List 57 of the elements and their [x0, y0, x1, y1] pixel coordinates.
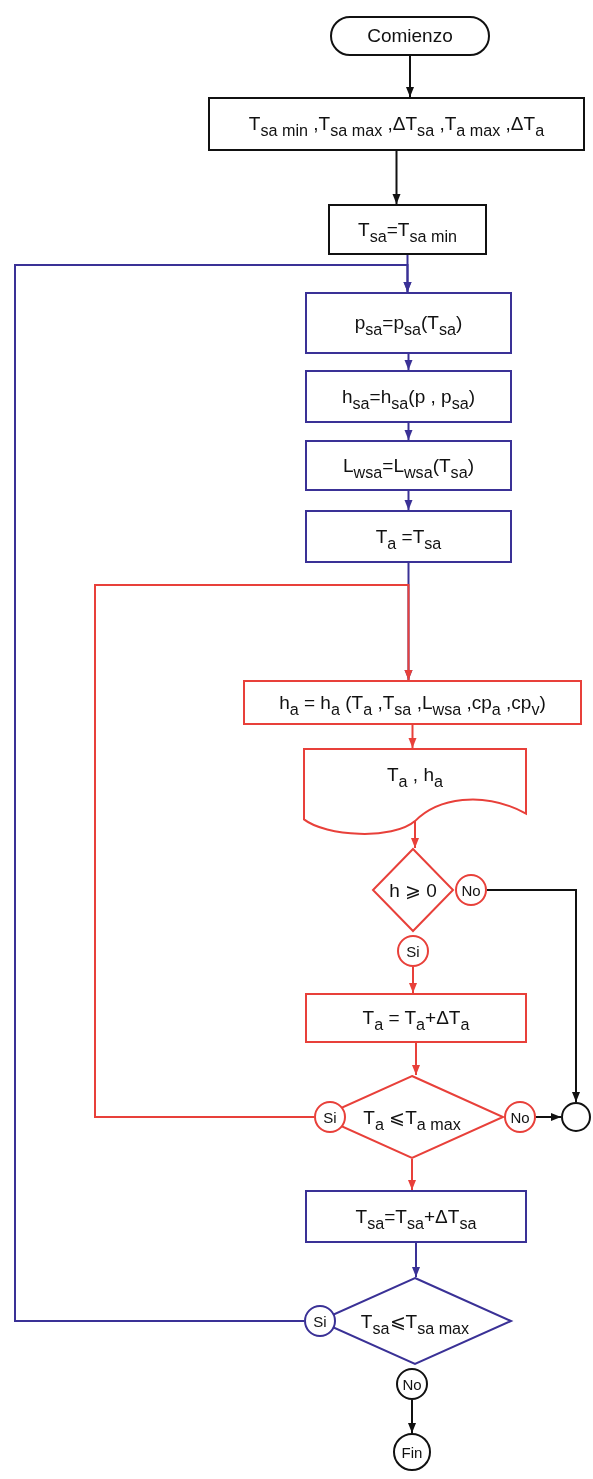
arrow: [408, 1399, 416, 1434]
connector-circle: [397, 935, 429, 967]
connector-circle: [314, 1101, 346, 1133]
arrow: [412, 1042, 420, 1076]
process-box: [305, 1190, 527, 1243]
node-label: T$_{sa min}$ ,T$_{sa max}$ ,ΔT$_{sa}$ ,T$_{a max}$ ,ΔT$_{a}$: [248, 113, 545, 135]
arrow: [404, 353, 413, 371]
node-label: T$_{a}$ =T$_{sa}$: [375, 525, 442, 548]
connector-circle: [455, 874, 487, 906]
connector-circle: [396, 1368, 428, 1400]
node-label: h ⩾ 0: [389, 878, 437, 902]
node-label: Comienzo: [367, 25, 453, 47]
arrow: [404, 422, 413, 441]
process-box: [305, 440, 512, 491]
arrow: [94, 584, 413, 1118]
process-box: [243, 680, 582, 725]
arrow: [412, 1242, 420, 1278]
terminal-shape: [330, 16, 490, 56]
node-label: p$_{sa}$=p$_{sa}$(T$_{sa}$): [354, 312, 463, 334]
node-label: Si: [323, 1108, 337, 1126]
node-label: No: [510, 1108, 530, 1126]
node-label: h$_{a}$ = h$_{a}$ (T$_{a}$ ,T$_{sa}$ ,L$_{wsa}$ ,cp$_{a}$ ,cp$_{v}$): [279, 691, 546, 714]
arrow: [392, 150, 401, 205]
process-box: [305, 510, 512, 563]
connector-circle: [304, 1305, 336, 1337]
arrow: [409, 966, 417, 994]
arrow: [411, 820, 419, 849]
connector-circle: [561, 1102, 591, 1132]
arrow: [404, 490, 413, 511]
node-label: h$_{sa}$=h$_{sa}$(p , p$_{sa}$): [341, 385, 476, 408]
node-label: L$_{wsa}$=L$_{wsa}$(T$_{sa}$): [343, 454, 474, 477]
node-label: No: [461, 881, 481, 899]
node-label: Si: [406, 942, 420, 960]
arrow: [535, 1113, 562, 1121]
node-label: T$_{sa}$⩽T$_{sa max}$: [360, 1309, 470, 1333]
connector-circle: [504, 1101, 536, 1133]
node-label: T$_{a}$ ⩽T$_{a max}$: [363, 1105, 461, 1129]
arrow: [406, 55, 414, 98]
arrow: [408, 724, 417, 749]
node-label: T$_{sa}$=T$_{sa}$+ΔT$_{sa}$: [355, 1205, 477, 1228]
node-label: Si: [313, 1312, 327, 1330]
document-shape: [303, 748, 527, 832]
arrow: [486, 889, 580, 1103]
process-box: [305, 370, 512, 423]
node-label: T$_{a}$ = T$_{a}$+ΔT$_{a}$: [362, 1007, 470, 1029]
arrow: [408, 1158, 416, 1191]
node-label: Fin: [401, 1443, 423, 1461]
process-box: [305, 292, 512, 354]
process-box: [305, 993, 527, 1043]
node-label: T$_{sa}$=T$_{sa min}$: [358, 218, 457, 241]
process-box: [328, 204, 487, 255]
process-box: [208, 97, 585, 151]
connector-circle: [393, 1433, 431, 1471]
node-label: No: [402, 1375, 422, 1393]
decision-diamond: [372, 848, 454, 932]
arrow: [14, 264, 412, 1322]
node-label: T$_{a}$ , h$_{a}$: [387, 764, 443, 786]
